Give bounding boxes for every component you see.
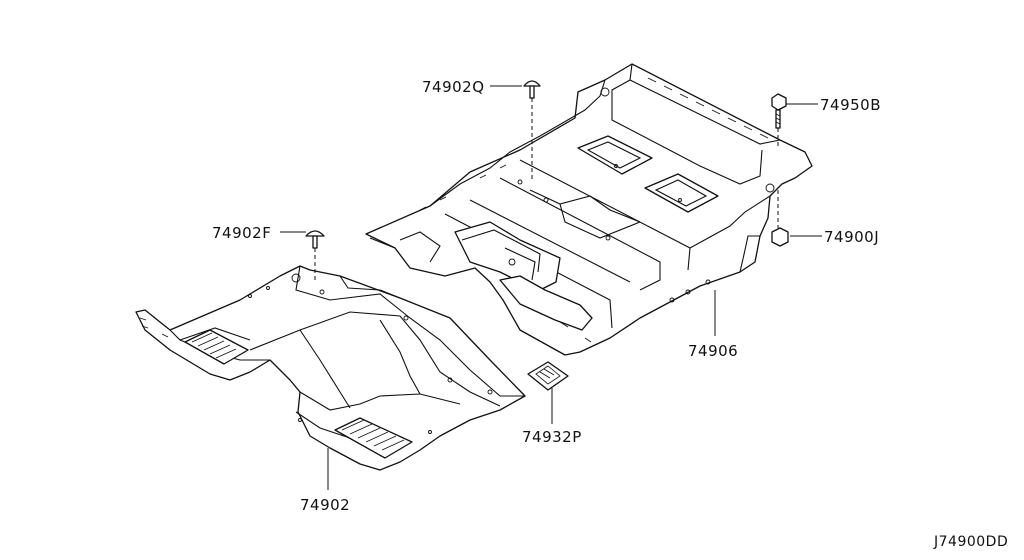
rear-floor-insulator (365, 63, 813, 356)
callout-74932P: 74932P (522, 428, 582, 446)
callout-74902Q: 74902Q (422, 78, 485, 96)
bolt-74950B-icon (771, 93, 787, 146)
callout-74902F: 74902F (212, 224, 271, 242)
callout-74900J: 74900J (824, 228, 879, 246)
patch-part (527, 361, 569, 391)
nut-74900J-icon (771, 190, 789, 247)
clip-74902F-icon (305, 230, 325, 280)
diagram-code: J74900DD (933, 534, 1008, 550)
clip-74902Q-icon (523, 80, 541, 180)
front-floor-insulator (135, 265, 526, 471)
callout-74902: 74902 (300, 496, 350, 514)
leader-lines (280, 85, 822, 490)
callout-74906: 74906 (688, 342, 738, 360)
callout-74950B: 74950B (820, 96, 881, 114)
